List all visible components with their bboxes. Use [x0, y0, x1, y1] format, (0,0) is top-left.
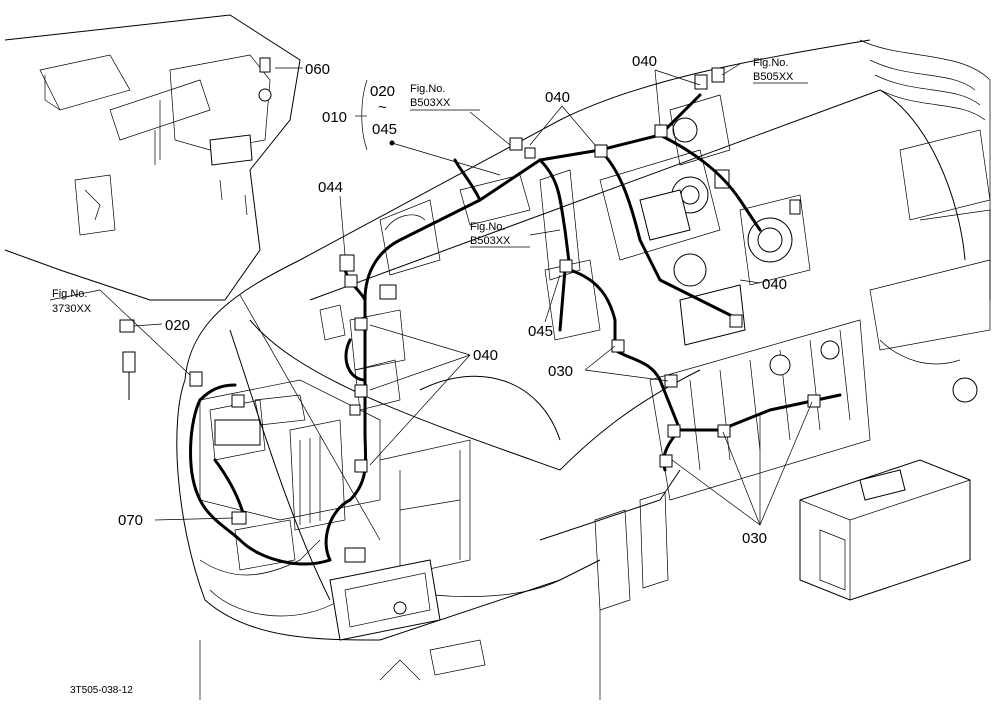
front-frame [199, 304, 471, 641]
fig-ref-b503-top-prefix: Fig.No. [410, 83, 445, 95]
figure-references: Fig.No. B503XX Fig.No. B503XX Fig.No. B5… [52, 57, 808, 315]
dashboard-panel [349, 169, 601, 411]
callout-040-mid: 040 [473, 347, 498, 364]
fig-ref-3730-prefix: Fig.No. [52, 288, 87, 300]
callout-tilde: ~ [378, 99, 387, 116]
callout-045-top: 045 [372, 121, 397, 138]
callout-030-mid: 030 [548, 363, 573, 380]
callout-020-top: 020 [370, 83, 395, 100]
fig-ref-b503-mid-prefix: Fig.No. [470, 221, 505, 233]
fig-ref-b503-top-code: B503XX [410, 97, 451, 109]
callout-040-right: 040 [762, 276, 787, 293]
callout-030-bottom: 030 [742, 530, 767, 547]
callout-060: 060 [305, 61, 330, 78]
callout-labels: 060 010 020 ~ 045 040 040 044 040 020 04… [118, 53, 787, 547]
leader-lines [49, 63, 813, 541]
fig-ref-b503-mid-code: B503XX [470, 235, 511, 247]
fig-ref-3730-code: 3730XX [52, 303, 92, 315]
upper-left-panel [4, 14, 301, 301]
callout-040-top-right: 040 [632, 53, 657, 70]
connectors [119, 67, 821, 563]
callout-044: 044 [318, 179, 343, 196]
toolbox [799, 459, 971, 601]
callout-040-top-mid: 040 [545, 89, 570, 106]
callout-010: 010 [322, 109, 347, 126]
callout-070: 070 [118, 512, 143, 529]
callout-045-mid: 045 [528, 323, 553, 340]
drawing-code: 3T505-038-12 [70, 685, 133, 696]
wiring-harness [189, 93, 842, 566]
fig-ref-b505-prefix: Fig.No. [753, 57, 788, 69]
callout-020-left: 020 [165, 317, 190, 334]
bonnet-outline [176, 39, 966, 641]
fig-ref-b505-code: B505XX [753, 71, 794, 83]
lower-frame [199, 491, 669, 700]
